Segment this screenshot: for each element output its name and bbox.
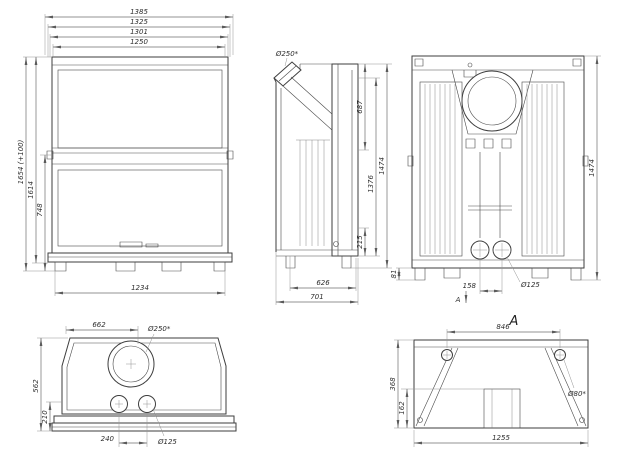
side-dim-label-body-height: 1376 xyxy=(367,175,375,193)
front-dim-label-inner-width: 1301 xyxy=(130,28,148,36)
side-dim-label-inner-depth: 626 xyxy=(316,279,330,287)
top-outline xyxy=(61,337,227,415)
rear-dim-label-leg-height: 81 xyxy=(390,270,398,279)
top-extension-lines xyxy=(37,326,165,447)
section-hole-centerlines xyxy=(443,351,564,359)
side-front-edge xyxy=(273,77,277,252)
side-base-and-feet xyxy=(276,249,358,269)
top-dim-label-front-depth: 210 xyxy=(41,410,49,424)
top-dim-label-outlet-diameter: Ø125 xyxy=(157,438,177,446)
front-dim-label-frame-width: 1325 xyxy=(130,18,148,26)
front-dim-label-glass-width: 1250 xyxy=(130,38,148,46)
front-divider-band xyxy=(52,147,228,165)
rear-center-details xyxy=(465,138,512,238)
top-outlet-centerlines xyxy=(115,400,151,408)
rear-right-panel xyxy=(521,81,565,257)
side-panel-lines xyxy=(299,63,353,256)
front-dim-label-body-height: 1614 xyxy=(27,181,35,199)
front-handle-and-clips xyxy=(46,150,234,248)
side-back-panel xyxy=(331,63,359,257)
section-dim-label-duct-depth: 162 xyxy=(398,401,406,415)
top-dim-label-flue-diameter: Ø250* xyxy=(147,325,171,333)
side-dim-label-overall-depth: 701 xyxy=(310,293,323,301)
top-dim-label-overall-depth: 562 xyxy=(32,379,40,393)
rear-dim-label-outlet-spacing: 158 xyxy=(463,282,477,290)
rear-left-corrugation xyxy=(424,84,456,254)
side-flue-duct xyxy=(278,65,333,131)
rear-flue-hood xyxy=(451,69,534,135)
front-dim-label-lower-height: 748 xyxy=(36,203,44,217)
side-dim-label-flue-diameter: Ø250* xyxy=(275,50,299,58)
rear-chimney-collar-inner xyxy=(467,76,517,126)
section-left-bolt xyxy=(417,417,423,423)
rear-chimney-collar-outer xyxy=(461,70,523,132)
section-duct-lines xyxy=(491,389,513,428)
rear-bolt-detail xyxy=(467,62,473,68)
top-inner-outline xyxy=(66,342,222,411)
front-dim-label-overall-width: 1385 xyxy=(130,8,148,16)
rear-right-corrugation xyxy=(526,84,558,254)
front-extension-lines xyxy=(23,14,234,296)
front-outer-frame xyxy=(51,56,229,254)
rear-dim-label-outlet-diameter: Ø125 xyxy=(520,281,540,289)
side-flue-collar xyxy=(273,61,302,87)
rear-dim-label-overall-height: 1474 xyxy=(588,159,596,177)
rear-outer-frame xyxy=(411,55,585,269)
top-chimney-inner xyxy=(112,345,150,383)
rear-outlet-centerlines xyxy=(473,243,509,257)
front-feet xyxy=(48,256,232,272)
section-dim-label-base-width: 1255 xyxy=(492,434,510,442)
rear-extension-lines xyxy=(396,55,601,294)
front-dim-label-base-width: 1234 xyxy=(131,284,149,292)
top-view: 662 Ø250* 562 210 240 Ø125 xyxy=(32,321,237,447)
front-view: 1385 1325 1301 1250 1654 (+100) 1614 748… xyxy=(17,8,234,296)
side-bolt-detail xyxy=(333,241,339,247)
section-dim-label-hole-spacing: 846 xyxy=(496,323,510,331)
section-a-view: A 846 368 162 Ø80* 1255 xyxy=(389,314,589,447)
top-dim-label-outlet-spacing: 240 xyxy=(101,435,115,443)
top-chimney-centerlines xyxy=(126,359,136,369)
rear-feet xyxy=(414,267,582,281)
side-dim-label-lower-detail: 215 xyxy=(356,235,364,249)
rear-view: 1474 81 158 Ø125 A xyxy=(390,55,601,304)
section-extension-lines xyxy=(394,329,589,447)
top-dim-label-rear-width: 662 xyxy=(92,321,106,329)
front-glass-door xyxy=(57,69,223,149)
top-front-frame-1 xyxy=(53,415,235,424)
section-right-bolt xyxy=(579,417,585,423)
side-dim-label-overall-height: 1474 xyxy=(378,157,386,175)
section-side-walls xyxy=(415,347,587,427)
section-dim-label-overall-depth: 368 xyxy=(389,377,397,391)
front-base xyxy=(47,252,233,263)
side-extension-lines xyxy=(275,57,392,305)
side-fins xyxy=(296,139,330,246)
section-a-title: A xyxy=(509,314,519,329)
section-dim-label-hole-diameter: Ø80* xyxy=(567,390,586,398)
front-dim-label-overall-height: 1654 (+100) xyxy=(17,139,25,184)
section-center-duct xyxy=(483,388,521,429)
side-view: Ø250* 687 215 1376 1474 626 701 xyxy=(273,50,392,305)
rear-section-mark-label: A xyxy=(455,296,461,304)
front-lower-panel xyxy=(57,169,223,247)
side-dim-label-upper-height: 687 xyxy=(356,100,364,114)
rear-left-panel xyxy=(419,81,463,257)
